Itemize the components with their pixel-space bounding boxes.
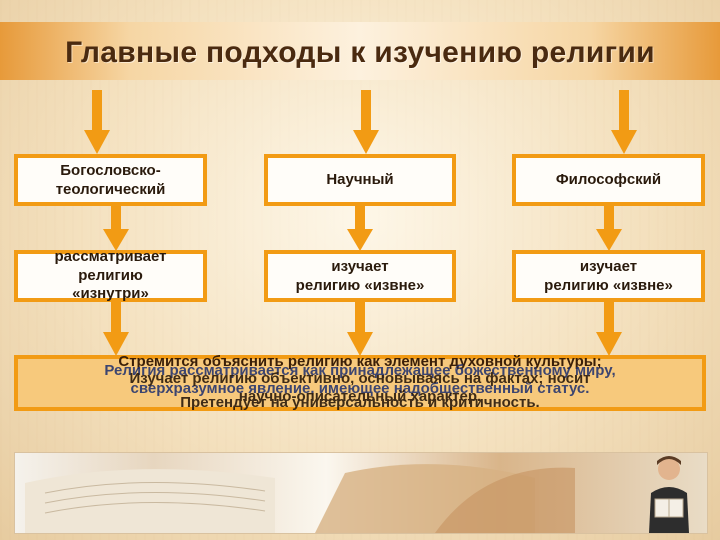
- reader-figure-icon: [649, 456, 689, 533]
- conclusion-box: [14, 355, 706, 411]
- title-bar: [0, 22, 720, 80]
- decorative-strip: [14, 452, 708, 534]
- approach-box-philosophical: Философский: [512, 154, 705, 206]
- arrow-down-icon: [347, 302, 373, 356]
- approach-description: изучает религию «извне»: [544, 257, 673, 295]
- description-box-theological: рассматривает религию «изнутри»: [14, 247, 207, 303]
- science-line-2: научно-описательный характер.: [238, 388, 482, 405]
- approach-box-theological: Богословско- теологический: [14, 154, 207, 206]
- conclusion-text: Религия рассматривается как принадлежаще…: [14, 362, 706, 398]
- approach-description: изучает религию «извне»: [295, 257, 425, 295]
- approach-label: Научный: [326, 171, 394, 189]
- arrow-down-icon: [611, 90, 637, 154]
- arrow-down-icon: [347, 205, 373, 251]
- philosophy-line-1: Стремится объяснить религию как элемент …: [118, 353, 602, 370]
- conclusion-text: Стремится объяснить религию как элемент …: [14, 353, 706, 371]
- approach-description: рассматривает религию «изнутри»: [54, 247, 167, 303]
- theology-line-2: сверхразумное явление, имеющее надобщест…: [130, 380, 590, 397]
- page-title: Главные подходы к изучению религии: [65, 36, 655, 69]
- arrow-down-icon: [596, 205, 622, 251]
- approach-box-scientific: Научный: [264, 154, 456, 206]
- book-icon: [25, 464, 575, 533]
- arrow-down-icon: [103, 302, 129, 356]
- description-box-philosophical: изучает религию «извне»: [512, 250, 705, 302]
- arrow-down-icon: [596, 302, 622, 356]
- description-box-scientific: изучает религию «извне»: [264, 250, 456, 302]
- conclusion-text: Изучает религию объективно, основываясь …: [14, 370, 706, 412]
- approach-label: Философский: [555, 171, 662, 189]
- philosophy-line-2: Претендует на универсальность и критично…: [180, 394, 540, 411]
- approach-label: Богословско- теологический: [55, 161, 166, 199]
- arrow-down-icon: [353, 90, 379, 154]
- science-line-1: Изучает религию объективно, основываясь …: [129, 370, 591, 387]
- arrow-down-icon: [84, 90, 110, 154]
- arrow-down-icon: [103, 205, 129, 251]
- theology-line-1: Религия рассматривается как принадлежаще…: [104, 362, 616, 379]
